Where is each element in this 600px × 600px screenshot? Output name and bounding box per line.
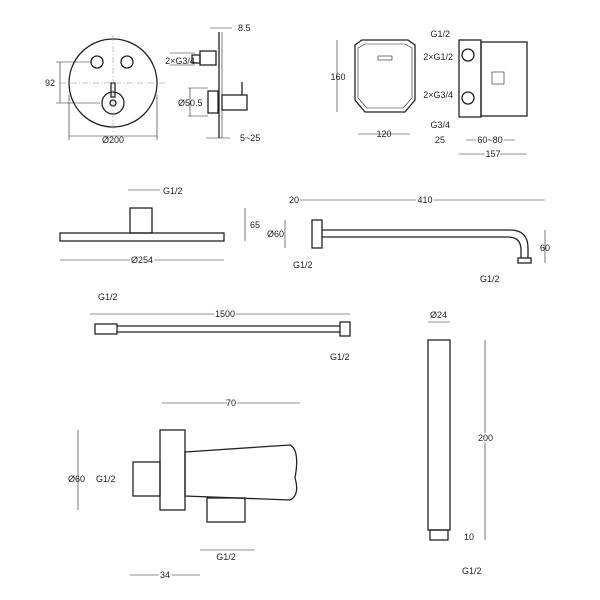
dim-g12-hose-left: G1/2 — [98, 292, 118, 302]
dim-2xg34-box: 2×G3/4 — [423, 90, 453, 100]
dim-60-drop: 60 — [540, 243, 550, 253]
dim-25: 25 — [435, 135, 445, 145]
dim-10: 10 — [464, 532, 474, 542]
dim-g12-top: G1/2 — [430, 29, 450, 39]
dim-g12-outlet-out: G1/2 — [216, 552, 236, 562]
box-front-view: 160 120 — [330, 39, 416, 139]
dim-50-5: Ø50.5 — [178, 98, 203, 108]
dim-2xg12: 2×G1/2 — [423, 52, 453, 62]
dim-65: 65 — [250, 220, 260, 230]
box-side-view: G1/2 2×G1/2 2×G3/4 G3/4 25 60~80 157 — [423, 29, 528, 161]
dim-34: 34 — [160, 570, 170, 580]
dim-92: 92 — [45, 78, 55, 88]
dim-60-outlet: Ø60 — [68, 474, 85, 484]
dim-160: 160 — [330, 72, 345, 82]
dim-g34: G3/4 — [430, 120, 450, 130]
dim-120: 120 — [376, 129, 391, 139]
dim-g12-head: G1/2 — [163, 186, 183, 196]
dim-g12-hose-right: G1/2 — [330, 352, 350, 362]
dim-200: Ø200 — [102, 135, 124, 145]
dim-1500: 1500 — [215, 309, 235, 319]
hand-shower: Ø24 200 10 G1/2 — [427, 310, 495, 576]
dim-g12-hand: G1/2 — [462, 566, 482, 576]
dim-8-5: 8.5 — [238, 23, 251, 33]
dim-200: 200 — [478, 433, 493, 443]
dim-g12-arm-in: G1/2 — [293, 260, 313, 270]
dim-157: 157 — [485, 149, 500, 159]
dim-60-80: 60~80 — [477, 135, 502, 145]
dim-2xg34: 2×G3/4 — [165, 56, 195, 66]
dim-60-diameter: Ø60 — [267, 229, 284, 239]
dim-5-25: 5~25 — [240, 133, 260, 143]
shower-arm: 20 410 Ø60 G1/2 60 G1/2 — [267, 194, 550, 285]
wall-outlet-holder: 70 Ø60 G1/2 G1/2 34 — [68, 397, 300, 582]
shower-head: G1/2 65 Ø254 — [59, 186, 260, 267]
dim-254: Ø254 — [131, 255, 153, 265]
dim-g12-arm-out: G1/2 — [480, 274, 500, 284]
dim-410: 410 — [417, 195, 432, 205]
dim-24: Ø24 — [430, 310, 447, 320]
valve-front-view: 92 Ø200 — [45, 35, 165, 145]
dim-g12-outlet-in: G1/2 — [96, 474, 116, 484]
dim-20: 20 — [289, 195, 299, 205]
valve-side-view: 2×G3/4 8.5 Ø50.5 5~25 — [165, 23, 260, 143]
dim-70: 70 — [226, 398, 236, 408]
shower-hose: G1/2 1500 G1/2 — [90, 292, 351, 362]
